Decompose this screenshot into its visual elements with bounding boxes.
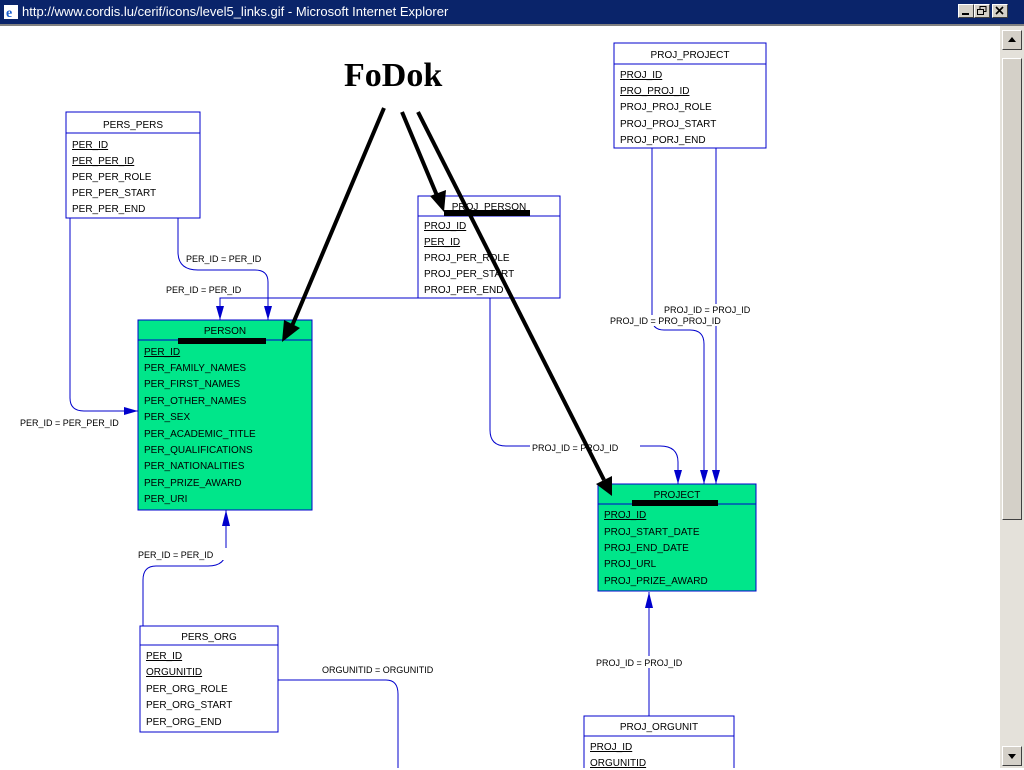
entity-field: ORGUNITID: [590, 758, 646, 768]
entity-title: PROJ_PERSON: [452, 202, 526, 213]
entity-title: PROJ_PROJECT: [651, 50, 730, 61]
entity-title: PROJECT: [654, 490, 701, 501]
entity-field: PROJ_ID: [424, 221, 466, 232]
entity-field: PER_PRIZE_AWARD: [144, 478, 242, 489]
entity-field: PER_PER_END: [72, 204, 145, 215]
entity-field: PROJ_PER_START: [424, 269, 514, 280]
image-viewport: PER_ID = PER_ID PER_ID = PER_ID PER_ID =…: [2, 26, 1000, 768]
relation-label: PROJ_ID = PRO_PROJ_ID: [610, 316, 721, 326]
fodok-arrows: [290, 107, 606, 481]
relation-labels: PER_ID = PER_ID PER_ID = PER_ID PER_ID =…: [18, 252, 770, 675]
entity-proj-project: PROJ_PROJECT PROJ_ID PRO_PROJ_ID PROJ_PR…: [613, 42, 767, 149]
entity-field: PER_ID: [72, 140, 108, 151]
entity-field: PER_OTHER_NAMES: [144, 396, 247, 407]
entity-field: PRO_PROJ_ID: [620, 86, 689, 97]
entity-field: PER_URI: [144, 494, 187, 505]
relation-label: PROJ_ID = PROJ_ID: [664, 305, 751, 315]
entity-pers-org: PERS_ORG PER_ID ORGUNITID PER_ORG_ROLE P…: [139, 625, 279, 733]
entity-field: PER_PER_ROLE: [72, 172, 152, 183]
entity-field: PROJ_PER_ROLE: [424, 253, 510, 264]
scroll-up-button[interactable]: [1002, 30, 1022, 50]
entity-field: PER_PER_ID: [72, 156, 134, 167]
entity-field: PROJ_ID: [604, 510, 646, 521]
entity-title: PERSON: [204, 326, 246, 337]
window-frame: [0, 24, 1024, 768]
entity-field: PER_ORG_START: [146, 700, 232, 711]
entity-title: PERS_PERS: [103, 120, 163, 131]
entity-field: PER_ACADEMIC_TITLE: [144, 429, 256, 440]
relation-label: PROJ_ID = PROJ_ID: [532, 443, 619, 453]
entity-field: PROJ_ID: [620, 70, 662, 81]
highlight-bar: [444, 210, 530, 216]
minimize-icon: [962, 13, 969, 15]
relation-label: PROJ_ID = PROJ_ID: [596, 658, 683, 668]
entity-pers-pers: PERS_PERS PER_ID PER_PER_ID PER_PER_ROLE…: [65, 111, 201, 219]
entity-field: PROJ_URL: [604, 559, 657, 570]
highlight-bar: [632, 500, 718, 506]
window-title: http://www.cordis.lu/cerif/icons/level5_…: [22, 4, 449, 19]
fodok-label: FoDok: [344, 57, 442, 94]
relation-label: PER_ID = PER_ID: [166, 285, 242, 295]
relation-arrowheads: [124, 306, 720, 608]
restore-button[interactable]: [974, 4, 990, 18]
entity-field: PER_ORG_END: [146, 717, 222, 728]
entity-field: PROJ_END_DATE: [604, 543, 689, 554]
relation-label: PER_ID = PER_ID: [186, 254, 262, 264]
entity-project: PROJECT PROJ_ID PROJ_START_DATE PROJ_END…: [597, 483, 757, 592]
entity-field: PROJ_ID: [590, 742, 632, 753]
entity-field: PER_NATIONALITIES: [144, 461, 245, 472]
entity-field: PER_ORG_ROLE: [146, 684, 228, 695]
entity-field: PER_ID: [144, 347, 180, 358]
entity-field: PER_QUALIFICATIONS: [144, 445, 253, 456]
entity-field: PROJ_PROJ_ROLE: [620, 102, 712, 113]
entity-field: PROJ_PRIZE_AWARD: [604, 576, 708, 587]
entity-field: PER_PER_START: [72, 188, 156, 199]
fodok-arrowheads: [282, 190, 612, 496]
entity-proj-orgunit: PROJ_ORGUNIT PROJ_ID ORGUNITID: [583, 715, 735, 768]
window-titlebar: e http://www.cordis.lu/cerif/icons/level…: [0, 0, 1024, 24]
scroll-down-button[interactable]: [1002, 746, 1022, 766]
entity-field: PROJ_PROJ_START: [620, 119, 716, 130]
entity-field: PROJ_START_DATE: [604, 527, 700, 538]
entity-field: PER_ID: [424, 237, 460, 248]
relation-label: PER_ID = PER_PER_ID: [20, 418, 119, 428]
restore-icon: [977, 6, 987, 15]
fodok-annotation: FoDok: [282, 57, 612, 496]
scrollbar-thumb[interactable]: [1002, 58, 1022, 520]
entity-field: PER_FAMILY_NAMES: [144, 363, 246, 374]
entity-field: PER_SEX: [144, 412, 190, 423]
entity-proj-person: PROJ_PERSON PROJ_ID PER_ID PROJ_PER_ROLE…: [417, 195, 561, 299]
er-diagram: PER_ID = PER_ID PER_ID = PER_ID PER_ID =…: [18, 42, 770, 768]
vertical-scrollbar[interactable]: [1000, 26, 1024, 768]
entity-person: PERSON PER_ID PER_FAMILY_NAMES PER_FIRST…: [137, 319, 313, 511]
entity-field: PER_ID: [146, 651, 182, 662]
relation-label: PER_ID = PER_ID: [138, 550, 214, 560]
entity-field: PROJ_PER_END: [424, 285, 503, 296]
entity-field: ORGUNITID: [146, 667, 202, 678]
entity-title: PROJ_ORGUNIT: [620, 722, 698, 733]
svg-text:e: e: [6, 6, 12, 20]
internet-explorer-icon: e: [4, 5, 18, 20]
entity-title: PERS_ORG: [181, 632, 237, 643]
entity-field: PER_FIRST_NAMES: [144, 379, 240, 390]
close-button[interactable]: [992, 4, 1008, 18]
relation-label: ORGUNITID = ORGUNITID: [322, 665, 434, 675]
scroll-up-arrow-icon: [1008, 37, 1016, 42]
close-icon: [995, 6, 1004, 15]
entity-field: PROJ_PORJ_END: [620, 135, 706, 146]
highlight-bar: [178, 338, 266, 344]
scroll-down-arrow-icon: [1008, 754, 1016, 759]
minimize-button[interactable]: [958, 4, 974, 18]
